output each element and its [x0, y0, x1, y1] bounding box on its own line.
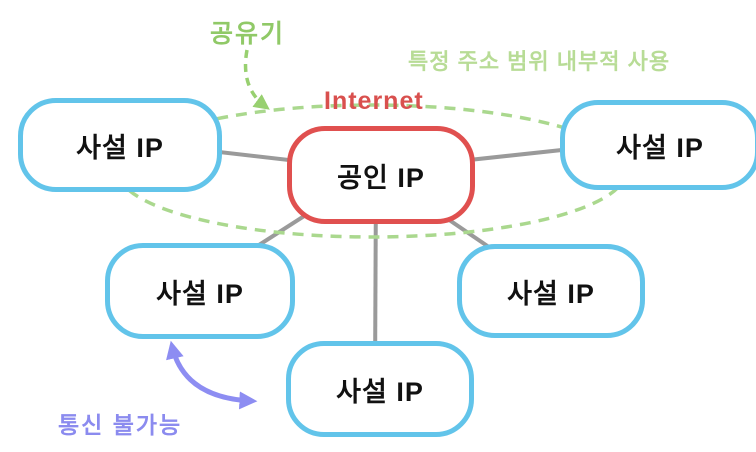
no-communication-arrow	[166, 340, 258, 410]
node-label: 사설 IP	[507, 278, 595, 309]
node-private-ip-top-right: 사설 IP	[560, 100, 756, 190]
node-label: 사설 IP	[156, 278, 244, 309]
node-label: 사설 IP	[76, 132, 164, 163]
node-private-ip-bottom: 사설 IP	[286, 341, 474, 437]
router-label: 공유기	[210, 20, 286, 48]
no-communication-label: 통신 불가능	[58, 412, 183, 438]
router-pointer-arrow	[243, 49, 270, 110]
node-label: 공인 IP	[337, 162, 425, 193]
node-private-ip-mid-right: 사설 IP	[457, 244, 645, 338]
node-private-ip-mid-left: 사설 IP	[105, 243, 295, 339]
node-label: 사설 IP	[616, 132, 704, 163]
address-range-note: 특정 주소 범위 내부적 사용	[408, 49, 671, 74]
node-public-ip: 공인 IP	[287, 126, 475, 224]
internet-label: Internet	[324, 87, 424, 115]
node-private-ip-top-left: 사설 IP	[18, 98, 222, 192]
node-label: 사설 IP	[336, 376, 424, 407]
